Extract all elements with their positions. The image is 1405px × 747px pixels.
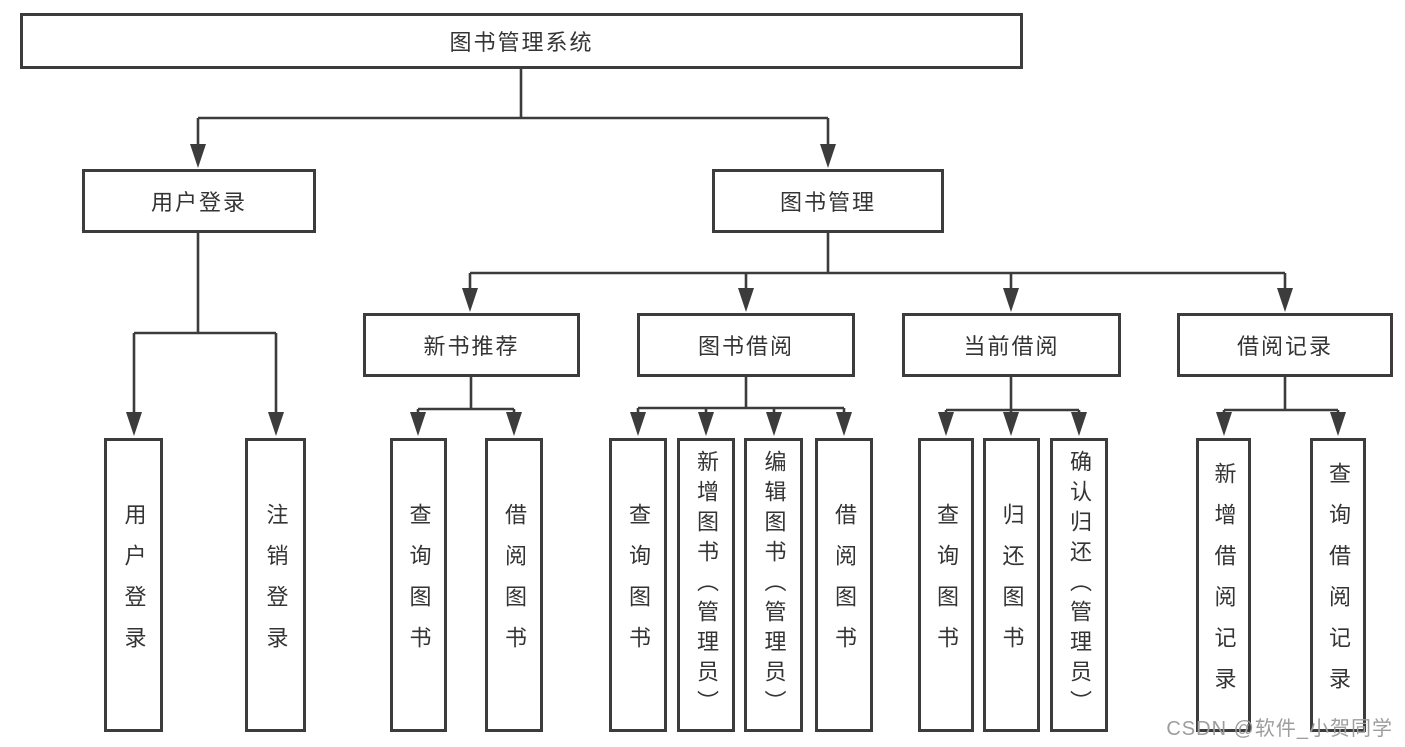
leaf-logout: 注销登录 <box>245 438 306 732</box>
connector-newbook-branch <box>416 377 516 418</box>
leaf-query-books-recommend: 查询图书 <box>390 438 447 732</box>
leaf-borrow-books-borrowing: 借阅图书 <box>815 438 873 732</box>
leaf-borrow-books-borrowing-label: 借阅图书 <box>832 503 857 667</box>
leaf-return-book: 归还图书 <box>983 438 1040 732</box>
connector-userlogin-branch <box>132 233 278 416</box>
leaf-confirm-return-admin-label: 确认归还（管理员） <box>1067 450 1092 720</box>
leaf-query-books-borrowing-label: 查询图书 <box>626 503 651 667</box>
leaf-edit-book-admin: 编辑图书（管理员） <box>744 438 803 732</box>
node-borrowing-records: 借阅记录 <box>1177 313 1393 377</box>
leaf-logout-label: 注销登录 <box>263 503 289 667</box>
leaf-add-book-admin-label: 新增图书（管理员） <box>694 450 719 720</box>
leaf-borrow-books-recommend: 借阅图书 <box>485 438 543 732</box>
leaf-query-books-current-label: 查询图书 <box>934 503 959 667</box>
leaf-query-borrow-record: 查询借阅记录 <box>1310 438 1366 732</box>
node-user-login: 用户登录 <box>82 169 316 233</box>
connector-root-to-level2 <box>196 69 830 148</box>
node-book-borrowing-label: 图书借阅 <box>697 334 794 359</box>
leaf-borrow-books-recommend-label: 借阅图书 <box>502 503 527 667</box>
leaf-confirm-return-admin: 确认归还（管理员） <box>1050 438 1108 732</box>
leaf-query-borrow-record-label: 查询借阅记录 <box>1326 462 1351 708</box>
leaf-query-books-recommend-label: 查询图书 <box>406 503 432 667</box>
node-new-book-recommend-label: 新书推荐 <box>423 334 520 359</box>
leaf-return-book-label: 归还图书 <box>999 503 1025 667</box>
node-library-system: 图书管理系统 <box>20 13 1023 69</box>
node-book-management: 图书管理 <box>712 169 944 233</box>
connector-current-branch <box>944 377 1081 418</box>
connector-borrowing-branch <box>636 377 846 418</box>
connector-bookmgmt-branch <box>468 233 1287 293</box>
node-borrowing-records-label: 借阅记录 <box>1236 334 1333 359</box>
csdn-watermark: CSDN @软件_小贺同学 <box>1166 718 1393 740</box>
leaf-query-books-current: 查询图书 <box>918 438 974 732</box>
leaf-edit-book-admin-label: 编辑图书（管理员） <box>761 450 787 720</box>
node-new-book-recommend: 新书推荐 <box>363 313 580 377</box>
leaf-add-borrow-record-label: 新增借阅记录 <box>1211 462 1237 708</box>
leaf-user-login-label: 用户登录 <box>121 503 147 667</box>
node-user-login-label: 用户登录 <box>150 190 247 215</box>
node-book-management-label: 图书管理 <box>779 190 876 215</box>
arrowheads <box>126 144 1346 436</box>
leaf-add-borrow-record: 新增借阅记录 <box>1196 438 1251 732</box>
node-library-system-label: 图书管理系统 <box>449 30 594 55</box>
connector-records-branch <box>1222 377 1340 418</box>
leaf-add-book-admin: 新增图书（管理员） <box>677 438 735 732</box>
node-book-borrowing: 图书借阅 <box>637 313 855 377</box>
leaf-user-login: 用户登录 <box>104 438 163 732</box>
leaf-query-books-borrowing: 查询图书 <box>609 438 667 732</box>
node-current-borrowing-label: 当前借阅 <box>963 334 1060 359</box>
node-current-borrowing: 当前借阅 <box>902 313 1121 377</box>
